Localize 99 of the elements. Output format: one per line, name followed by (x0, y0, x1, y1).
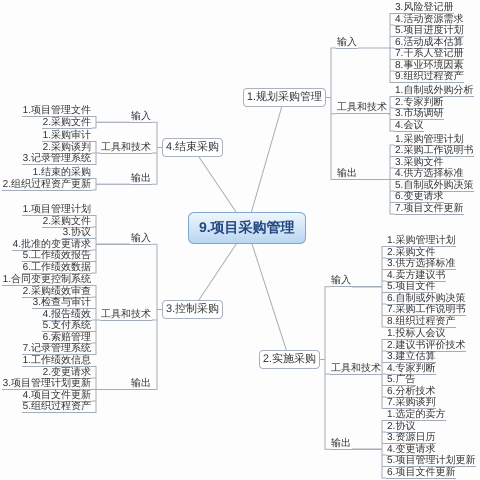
list-item: 2.采购文件 (42, 118, 92, 128)
list-item: 7.采购谈判 (386, 398, 436, 409)
connector-line (382, 374, 386, 409)
list-item: 2.采购绩效审查 (22, 286, 92, 298)
connector-line (320, 359, 330, 450)
topic-box: 1.规划采购管理 (242, 88, 326, 107)
list-item: 6.变更请求 (394, 192, 444, 203)
connector-line (92, 244, 130, 274)
list-item: 7.记录管理系统 (22, 344, 92, 355)
connector-line (388, 113, 394, 132)
category-label: 工具和技术 (100, 142, 152, 154)
list-item: 2.采购工作说明书 (394, 146, 474, 157)
list-item: 3.项目管理计划更新 (2, 379, 92, 390)
list-item: 4.报告绩效 (42, 310, 92, 320)
list-item: 2.变更请求 (42, 368, 92, 378)
connector-line (252, 244, 287, 350)
list-item: 4.批准的变更请求 (12, 240, 92, 250)
connector-line (352, 286, 386, 328)
list-item: 2.协议 (386, 422, 416, 432)
list-item: 4.活动资源需求 (394, 14, 464, 26)
topic-box: 4.结束采购 (162, 138, 224, 157)
list-item: 4.专家判断 (386, 364, 436, 374)
list-item: 1.采购管理计划 (386, 236, 456, 247)
list-item: 1.工作绩效信息 (22, 356, 92, 367)
list-item: 5.组织过程资产 (22, 402, 92, 413)
category-label: 输入 (330, 276, 352, 288)
connector-line (152, 147, 162, 185)
connector-line (152, 309, 162, 390)
category-label: 输出 (130, 379, 152, 390)
topic-box: 3.控制采购 (162, 300, 224, 319)
connector-line (198, 244, 237, 300)
connector-line (92, 152, 100, 165)
list-item: 6.分析技术 (386, 386, 436, 398)
list-item: 8.事业环境因素 (394, 60, 464, 72)
connector-line (92, 389, 130, 413)
list-item: 3.协议 (62, 228, 92, 239)
list-item: 3.建立估算 (386, 352, 436, 363)
list-item: 4.卖方建议书 (386, 270, 446, 282)
list-item: 4.会议 (394, 120, 424, 132)
list-item: 8.组织过程资产 (386, 316, 456, 328)
category-label: 工具和技术 (100, 310, 152, 320)
list-item: 5.支付系统 (42, 321, 92, 332)
list-item: 6.工作绩效数据 (22, 262, 92, 274)
connector-line (358, 48, 394, 83)
category-label: 输出 (336, 169, 358, 180)
connector-line (92, 184, 130, 190)
list-item: 2.采购文件 (386, 248, 436, 258)
connector-line (352, 448, 386, 478)
list-item: 5.项目管理计划更新 (386, 456, 476, 467)
list-item: 2.专家判断 (394, 98, 444, 108)
list-item: 7.项目文件更新 (394, 204, 464, 214)
category-label: 输出 (330, 438, 352, 450)
list-item: 1.项目管理计划 (22, 205, 92, 216)
list-item: 1.项目管理文件 (22, 106, 92, 117)
category-label: 输出 (130, 174, 152, 185)
connector-line (250, 106, 282, 212)
list-item: 6.索赔管理 (42, 332, 92, 344)
list-item: 5.项目文件 (386, 282, 436, 293)
connector-line (388, 108, 394, 114)
category-label: 输入 (130, 234, 152, 245)
central-topic-box: 9.项目采购管理 (188, 212, 306, 244)
list-item: 2.建议书评价技术 (386, 340, 466, 352)
category-label: 工具和技术 (336, 103, 388, 114)
list-item: 3.采购文件 (394, 158, 444, 168)
connector-line (358, 179, 394, 214)
list-item: 3.资源日历 (386, 433, 436, 444)
list-item: 5.工作绩效报告 (22, 251, 92, 262)
list-item: 6.项目文件更新 (386, 468, 456, 478)
category-label: 工具和技术 (330, 364, 382, 374)
connector-line (92, 122, 130, 128)
category-label: 输入 (336, 38, 358, 48)
connector-line (326, 97, 336, 180)
list-item: 1.采购管理计划 (394, 134, 464, 146)
list-item: 3.风险登记册 (394, 3, 454, 14)
category-label: 输入 (130, 112, 152, 123)
list-item: 3.记录管理系统 (22, 154, 92, 165)
list-item: 6.自制或外购决策 (386, 294, 466, 304)
connector-line (198, 156, 237, 212)
list-item: 1.结束的采购 (32, 168, 92, 179)
list-item: 6.活动成本估算 (394, 38, 464, 48)
list-item: 4.项目文件更新 (22, 390, 92, 402)
list-item: 1.选定的卖方 (386, 410, 446, 421)
list-item: 1.投标人会议 (386, 329, 446, 340)
list-item: 7.干系人登记册 (394, 49, 464, 60)
list-item: 1.合同变更控制系统 (2, 275, 92, 286)
list-item: 2.采购谈判 (42, 142, 92, 154)
list-item: 3.市场调研 (394, 109, 444, 120)
list-item: 2.组织过程资产更新 (2, 180, 92, 190)
list-item: 5.广告 (386, 375, 416, 386)
list-item: 1.采购审计 (42, 131, 92, 142)
list-item: 5.自制或外购决策 (394, 180, 474, 192)
list-item: 1.自制或外购分析 (394, 86, 474, 97)
list-item: 9.组织过程资产 (394, 72, 464, 83)
list-item: 2.采购文件 (42, 216, 92, 228)
list-item: 5.项目进度计划 (394, 26, 464, 37)
topic-box: 2.实施采购 (258, 350, 320, 369)
connector-line (382, 362, 386, 374)
list-item: 7.采购工作说明书 (386, 305, 466, 316)
list-item: 4.变更请求 (386, 444, 436, 456)
